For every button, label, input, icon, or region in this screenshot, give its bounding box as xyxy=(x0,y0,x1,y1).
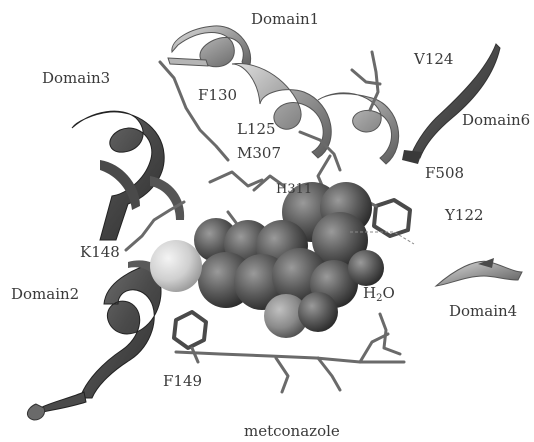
label-domain2: Domain2 xyxy=(11,286,79,302)
label-k148: K148 xyxy=(80,244,120,260)
label-h2o: H2O xyxy=(363,285,395,307)
label-y122: Y122 xyxy=(445,207,484,223)
label-domain1: Domain1 xyxy=(251,11,319,27)
label-l125: L125 xyxy=(237,121,276,137)
label-metconazole: metconazole xyxy=(244,423,340,439)
label-h2o-o: O xyxy=(382,284,394,302)
domain3-helix-ribbon xyxy=(72,111,184,240)
label-h2o-h: H xyxy=(363,284,376,302)
label-f508: F508 xyxy=(425,165,464,181)
label-domain6: Domain6 xyxy=(462,112,530,128)
label-f130: F130 xyxy=(198,87,237,103)
label-v124: V124 xyxy=(414,51,453,67)
label-m307: M307 xyxy=(237,145,281,161)
label-domain3: Domain3 xyxy=(42,70,110,86)
label-h311: H311 xyxy=(276,182,312,198)
label-f149: F149 xyxy=(163,373,202,389)
domain4-strand-ribbon xyxy=(436,258,522,286)
label-domain4: Domain4 xyxy=(449,303,517,319)
